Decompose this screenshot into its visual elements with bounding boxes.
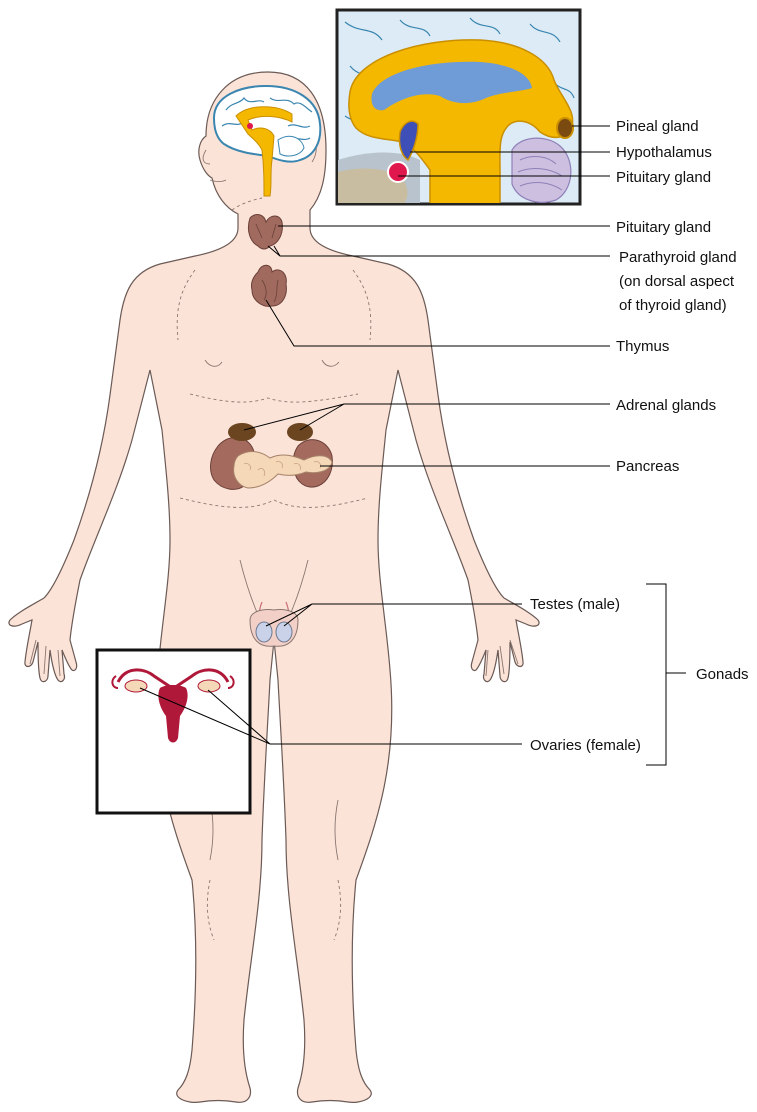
inset-pineal bbox=[557, 118, 573, 138]
label-parathyroid-1: Parathyroid gland bbox=[619, 249, 737, 266]
gonads-bracket bbox=[646, 584, 686, 765]
right-ovary bbox=[198, 680, 220, 692]
left-adrenal bbox=[228, 423, 256, 441]
labels: Pineal gland Hypothalamus Pituitary glan… bbox=[530, 118, 749, 754]
label-pancreas: Pancreas bbox=[616, 458, 679, 475]
left-testis bbox=[256, 622, 272, 642]
ovaries-inset bbox=[97, 650, 250, 813]
label-parathyroid-3: of thyroid gland) bbox=[619, 297, 727, 314]
label-testes: Testes (male) bbox=[530, 596, 620, 613]
label-parathyroid-2: (on dorsal aspect bbox=[619, 273, 735, 290]
inset-pituitary bbox=[388, 162, 408, 182]
right-testis bbox=[276, 622, 292, 642]
pituitary-dot bbox=[247, 123, 253, 129]
right-adrenal bbox=[287, 423, 313, 441]
label-pineal: Pineal gland bbox=[616, 118, 699, 135]
label-ovaries: Ovaries (female) bbox=[530, 737, 641, 754]
label-adrenal: Adrenal glands bbox=[616, 397, 716, 414]
label-pituitary-inset: Pituitary gland bbox=[616, 169, 711, 186]
label-thymus: Thymus bbox=[616, 338, 669, 355]
inset-cerebellum bbox=[512, 138, 571, 202]
brain-inset bbox=[337, 10, 580, 204]
left-ovary bbox=[125, 680, 147, 692]
label-gonads: Gonads bbox=[696, 666, 749, 683]
label-pituitary-neck: Pituitary gland bbox=[616, 219, 711, 236]
label-hypothalamus: Hypothalamus bbox=[616, 144, 712, 161]
